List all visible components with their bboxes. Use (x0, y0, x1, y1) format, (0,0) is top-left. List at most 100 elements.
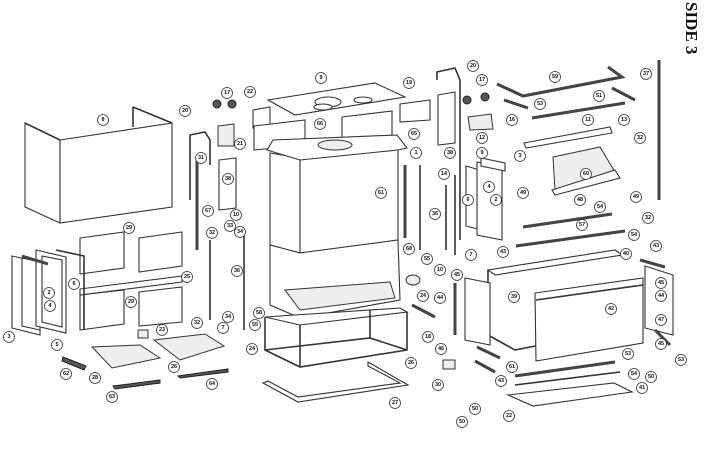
callout-circle (469, 403, 481, 415)
callout-circle (650, 240, 662, 252)
callout-1: 1 (410, 147, 422, 159)
callout-circle (465, 249, 477, 261)
callout-number: 10 (437, 267, 443, 273)
callout-circle (620, 248, 632, 260)
callout-7: 7 (217, 322, 229, 334)
callout-6: 6 (68, 278, 80, 290)
callout-circle (675, 354, 687, 366)
callout-number: 50 (459, 419, 465, 425)
callout-circle (655, 338, 667, 350)
callout-45: 45 (451, 269, 463, 281)
callout-number: 32 (209, 230, 215, 236)
callout-9: 9 (476, 147, 488, 159)
callout-circle (222, 173, 234, 185)
callout-number: 44 (658, 293, 665, 299)
callout-number: 45 (658, 280, 664, 286)
callout-20: 20 (467, 60, 479, 72)
callout-number: 12 (479, 135, 485, 141)
callout-number: 21 (237, 141, 243, 147)
callout-circle (503, 410, 515, 422)
callout-circle (506, 361, 518, 373)
callout-circle (476, 132, 488, 144)
callout-number: 45 (454, 272, 460, 278)
callout-66: 66 (314, 118, 326, 130)
callout-number: 24 (420, 293, 427, 299)
callout-number: 64 (209, 381, 216, 387)
callout-number: 61 (509, 364, 515, 370)
callout-2: 2 (43, 287, 55, 299)
callout-circle (549, 71, 561, 83)
callout-37: 37 (640, 68, 652, 80)
callout-circle (314, 118, 326, 130)
callout-number: 58 (256, 310, 262, 316)
callout-number: 27 (392, 400, 398, 406)
callout-23: 23 (156, 324, 168, 336)
callout-number: 8 (101, 117, 104, 123)
callout-number: 54 (597, 204, 604, 210)
callout-circle (467, 60, 479, 72)
callout-12: 12 (476, 132, 488, 144)
callout-circle (156, 324, 168, 336)
callout-number: 50 (648, 374, 654, 380)
callout-number: 2 (47, 290, 50, 296)
callout-circle (408, 128, 420, 140)
callout-11: 11 (582, 114, 594, 126)
callout-circle (576, 219, 588, 231)
callout-circle (438, 168, 450, 180)
callout-circle (222, 311, 234, 323)
callout-number: 10 (233, 212, 239, 218)
callout-circle (497, 246, 509, 258)
callout-circle (244, 86, 256, 98)
callout-circle (435, 343, 447, 355)
callout-number: 43 (653, 243, 659, 249)
callout-number: 20 (470, 63, 476, 69)
callout-46: 46 (435, 343, 447, 355)
callout-53: 53 (534, 98, 546, 110)
callout-number: 54 (631, 232, 638, 238)
callout-number: 4 (487, 184, 491, 190)
callout-circle (179, 105, 191, 117)
callout-number: 14 (441, 171, 448, 177)
callout-number: 63 (109, 394, 115, 400)
callout-number: 34 (237, 229, 244, 235)
callout-29: 29 (125, 296, 137, 308)
callout-circle (634, 132, 646, 144)
callout-circle (574, 194, 586, 206)
callout-number: 38 (447, 150, 453, 156)
callout-67: 67 (202, 205, 214, 217)
callout-68: 68 (403, 243, 415, 255)
callout-59: 59 (549, 71, 561, 83)
callout-circle (495, 375, 507, 387)
callout-number: 17 (479, 77, 485, 83)
callout-circle (508, 291, 520, 303)
callout-number: 53 (678, 357, 684, 363)
callout-19: 19 (403, 77, 415, 89)
callout-number: 16 (509, 117, 515, 123)
callout-4: 4 (44, 300, 56, 312)
callout-58: 58 (253, 307, 265, 319)
callout-circle (434, 292, 446, 304)
callout-circle (249, 319, 261, 331)
callout-circle (417, 290, 429, 302)
callout-41: 41 (636, 382, 648, 394)
callout-circle (168, 361, 180, 373)
callout-circle (421, 253, 433, 265)
callout-number: 25 (184, 274, 190, 280)
callout-34: 34 (234, 226, 246, 238)
callout-29: 29 (123, 222, 135, 234)
callout-circle (628, 229, 640, 241)
callout-circle (89, 372, 101, 384)
part-29-panels (79, 231, 183, 331)
callout-number: 5 (55, 342, 58, 348)
callout-number: 60 (583, 171, 589, 177)
callout-circle (582, 114, 594, 126)
callout-number: 38 (225, 176, 231, 182)
callout-circle (405, 357, 417, 369)
callout-circle (221, 87, 233, 99)
callout-45: 45 (655, 338, 667, 350)
callout-26: 26 (405, 357, 417, 369)
callout-57: 57 (576, 219, 588, 231)
callout-circle (206, 227, 218, 239)
callout-circle (605, 303, 617, 315)
